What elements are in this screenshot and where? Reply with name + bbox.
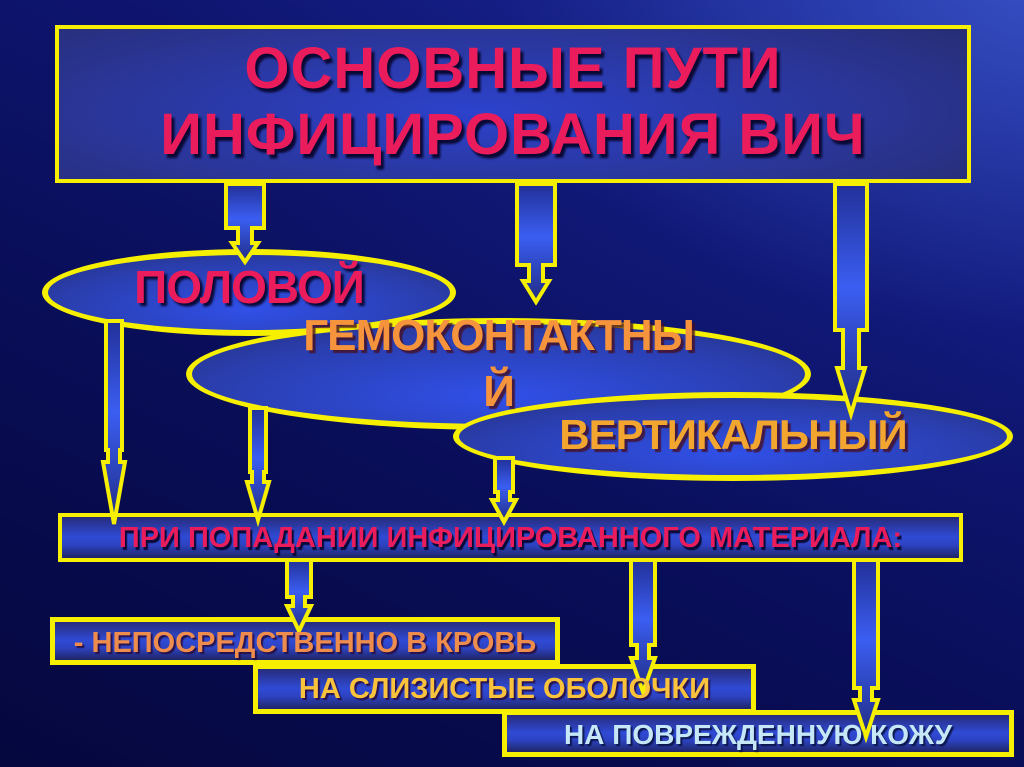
label-sexual-route: ПОЛОВОЙ bbox=[134, 261, 365, 313]
arrow-sexual-to-material-icon bbox=[100, 319, 128, 525]
arrow-blood-contact-to-material-icon bbox=[244, 406, 272, 528]
outcome-box-skin bbox=[502, 710, 1014, 757]
slide-title-line2: ИНФИЦИРОВАНИЯ ВИЧ bbox=[160, 102, 866, 167]
arrow-material-to-mucosa-icon bbox=[628, 558, 658, 699]
arrow-vertical-to-material-icon bbox=[488, 456, 520, 527]
label-blood-contact-line2: Й bbox=[483, 367, 515, 416]
label-outcome-blood: - НЕПОСРЕДСТВЕННО В КРОВЬ bbox=[73, 627, 537, 659]
outcome-box-blood bbox=[50, 617, 560, 665]
arrow-title-to-vertical-icon bbox=[833, 182, 869, 421]
slide-title: ОСНОВНЫЕ ПУТИ ИНФИЦИРОВАНИЯ ВИЧ bbox=[55, 36, 971, 168]
material-box bbox=[58, 513, 963, 562]
label-outcome-mucosa: НА СЛИЗИСТЫЕ ОБОЛОЧКИ bbox=[298, 673, 711, 705]
arrow-material-to-skin-icon bbox=[851, 558, 881, 744]
slide-title-line1: ОСНОВНЫЕ ПУТИ bbox=[244, 36, 782, 101]
label-material-box: ПРИ ПОПАДАНИИ ИНФИЦИРОВАННОГО МАТЕРИАЛА: bbox=[118, 522, 903, 554]
arrow-material-to-blood-icon bbox=[283, 558, 315, 636]
label-blood-contact-line1: ГЕМОКОНТАКТНЫ bbox=[303, 311, 695, 360]
arrow-title-to-sexual-icon bbox=[224, 182, 266, 266]
label-blood-contact-route: ГЕМОКОНТАКТНЫ Й bbox=[186, 308, 811, 420]
ellipse-vertical-route bbox=[453, 392, 1013, 481]
arrow-title-to-blood-contact-icon bbox=[515, 182, 557, 306]
label-outcome-skin: НА ПОВРЕЖДЕННУЮ КОЖУ bbox=[563, 719, 953, 750]
label-vertical-route: ВЕРТИКАЛЬНЫЙ bbox=[559, 411, 907, 458]
title-box bbox=[55, 25, 971, 183]
